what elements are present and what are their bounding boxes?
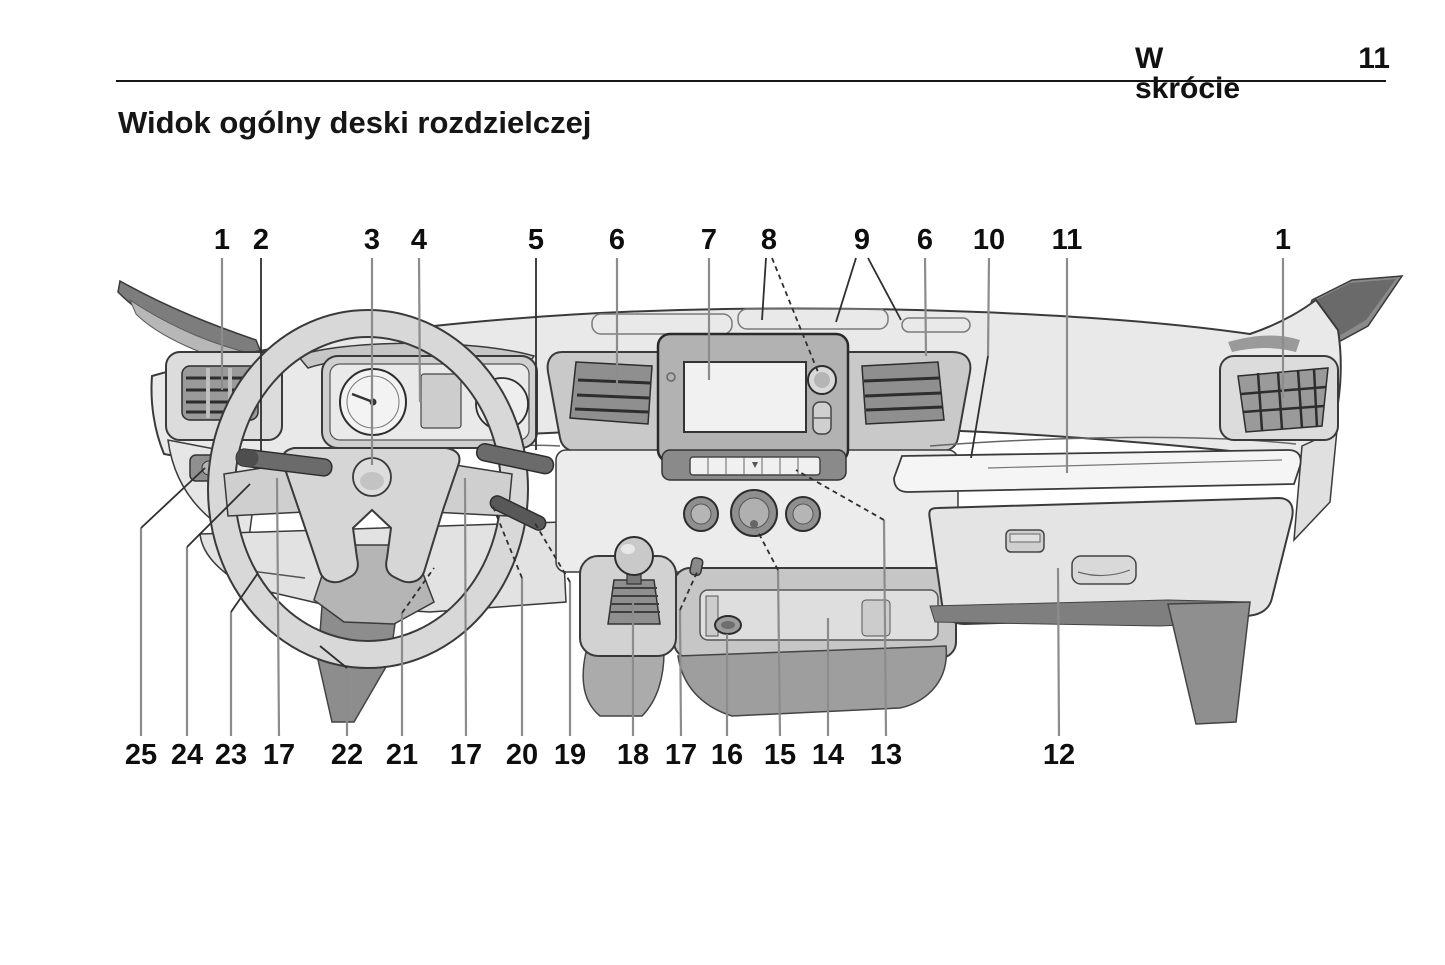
header-section-title: W skrócie (1135, 42, 1241, 105)
radio-remote-stalk (489, 495, 547, 531)
callout-number-bottom: 17 (262, 739, 296, 771)
callout-number-bottom: 18 (616, 739, 650, 771)
glovebox (928, 496, 1294, 626)
mic-icon (666, 372, 676, 382)
callout-number-bottom: 23 (214, 739, 248, 771)
callout-number-top: 7 (700, 224, 718, 256)
cluster-display (420, 373, 462, 429)
callout-number-top: 5 (527, 224, 545, 256)
power-outlet (714, 615, 742, 635)
callout-number-bottom: 24 (170, 739, 204, 771)
callout-number-top: 3 (363, 224, 381, 256)
callout-number-bottom: 17 (449, 739, 483, 771)
callout-number-bottom: 25 (124, 739, 158, 771)
right-leg-panel (1167, 601, 1251, 725)
button-strip (689, 456, 821, 476)
header-page-number: 11 (1358, 42, 1390, 75)
callout-number-top: 2 (252, 224, 270, 256)
open-storage-compartment (673, 567, 957, 659)
shifter-pedestal (582, 651, 665, 717)
steering-wheel (207, 309, 529, 669)
climate-control-knobs (683, 489, 821, 537)
callout-number-bottom: 16 (710, 739, 744, 771)
callout-number-bottom: 22 (330, 739, 364, 771)
callout-number-top: 4 (410, 224, 428, 256)
center-air-vent-left (569, 361, 653, 425)
top-tray-left (591, 313, 733, 335)
center-air-vent-right (861, 361, 945, 425)
callout-number-top: 6 (608, 224, 626, 256)
key-switch (689, 557, 704, 577)
page-title: Widok ogólny deski rozdzielczej (118, 105, 592, 140)
callout-number-top: 9 (853, 224, 871, 256)
callout-number-top: 6 (916, 224, 934, 256)
callout-number-top: 1 (1274, 224, 1292, 256)
callout-number-bottom: 12 (1042, 739, 1076, 771)
leader-lines (139, 257, 1285, 737)
callout-number-bottom: 13 (869, 739, 903, 771)
top-tray-right (737, 308, 889, 330)
header-rule (116, 80, 1386, 82)
callout-number-bottom: 17 (664, 739, 698, 771)
turn-signal-stalk (235, 448, 333, 477)
top-tray-small (901, 317, 971, 333)
shifter-knob (614, 536, 654, 576)
callout-number-bottom: 14 (811, 739, 845, 771)
wiper-stalk (475, 443, 555, 475)
callout-number-bottom: 20 (505, 739, 539, 771)
callout-number-bottom: 21 (385, 739, 419, 771)
glovebox-handle (1071, 555, 1137, 585)
dashboard-trim-strip (893, 449, 1302, 493)
right-air-vent (1219, 355, 1339, 441)
steering-wheel-pad (281, 447, 461, 584)
callout-number-bottom: 15 (763, 739, 797, 771)
infotainment-screen (683, 361, 807, 433)
callout-number-top: 11 (1051, 224, 1083, 256)
callout-number-top: 1 (213, 224, 231, 256)
console-underside (677, 645, 947, 717)
callout-number-bottom: 19 (553, 739, 587, 771)
callout-number-top: 10 (972, 224, 1006, 256)
callout-number-top: 8 (760, 224, 778, 256)
